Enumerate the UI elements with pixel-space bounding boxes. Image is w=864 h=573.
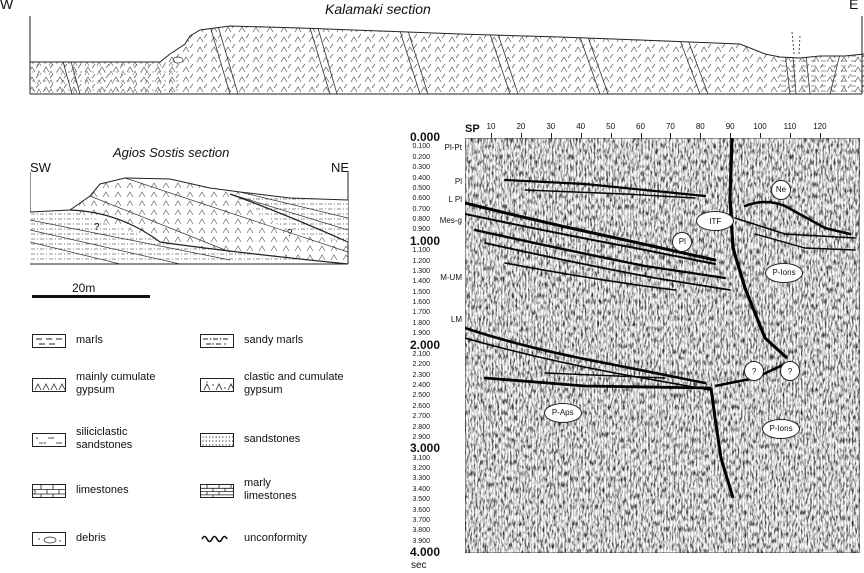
time-minor-label: 1.500 <box>404 289 430 296</box>
unit-pl-pt: Pl-Pt <box>434 143 462 152</box>
time-minor-label: 3.200 <box>404 465 430 472</box>
time-minor-label: 1.200 <box>404 258 430 265</box>
siliciclastic-sandstones-swatch <box>32 433 66 447</box>
time-minor-label: 0.200 <box>404 154 430 161</box>
bubble-ne: Ne <box>771 180 791 200</box>
time-major-label: 4.000 <box>404 545 440 559</box>
sp-tick-label: 110 <box>783 122 797 131</box>
west-label: W <box>0 0 13 12</box>
unit-lm: LM <box>434 315 462 324</box>
unit-pl: Pl <box>434 177 462 186</box>
time-minor-label: 2.700 <box>404 413 430 420</box>
east-label: E <box>849 0 858 12</box>
scale-bar-label: 20m <box>72 281 95 295</box>
time-minor-label: 0.800 <box>404 216 430 223</box>
unit-m-um: M-UM <box>434 273 462 282</box>
time-minor-label: 1.600 <box>404 299 430 306</box>
time-minor-label: 3.800 <box>404 527 430 534</box>
time-minor-label: 3.400 <box>404 486 430 493</box>
time-minor-label: 1.700 <box>404 309 430 316</box>
debris-swatch <box>32 532 66 546</box>
clastic-cumulate-gypsum-swatch <box>200 378 234 392</box>
sp-tick-label: 120 <box>813 122 827 131</box>
bubble-p-aps: P-Aps <box>544 403 582 423</box>
time-minor-label: 0.900 <box>404 226 430 233</box>
sp-tick-label: 30 <box>544 122 558 131</box>
bubble-p-ions-upper: P-Ions <box>765 263 803 283</box>
sandstones-label: sandstones <box>244 433 300 446</box>
time-minor-label: 2.100 <box>404 351 430 358</box>
scale-bar <box>32 295 150 298</box>
time-minor-label: 3.600 <box>404 507 430 514</box>
kalamaki-cross-section <box>0 14 864 100</box>
marly-limestones-swatch <box>200 484 234 498</box>
time-minor-label: 2.600 <box>404 403 430 410</box>
time-minor-label: 1.800 <box>404 320 430 327</box>
sp-tick-label: 80 <box>693 122 707 131</box>
time-minor-label: 0.600 <box>404 195 430 202</box>
time-major-label: 2.000 <box>404 338 440 352</box>
time-minor-label: 0.300 <box>404 164 430 171</box>
agios-cross-section <box>30 172 350 272</box>
time-minor-label: 3.100 <box>404 455 430 462</box>
time-major-label: 0.000 <box>404 130 440 144</box>
unit-l-pl: L Pl <box>434 195 462 204</box>
limestones-swatch <box>32 484 66 498</box>
unit-mes-g: Mes-g <box>434 216 462 225</box>
sp-tick-label: 50 <box>604 122 618 131</box>
unconformity-label: unconformity <box>244 532 307 545</box>
time-minor-label: 0.500 <box>404 185 430 192</box>
agios-title: Agios Sostis section <box>113 145 229 160</box>
time-minor-label: 2.500 <box>404 392 430 399</box>
bubble-itf: ITF <box>696 211 734 231</box>
seismic-profile <box>465 138 860 553</box>
sp-tick-label: 70 <box>663 122 677 131</box>
sp-tick-label: 90 <box>723 122 737 131</box>
sp-tick-label: 40 <box>574 122 588 131</box>
sp-tick-label: 60 <box>634 122 648 131</box>
sp-tick-label: 10 <box>484 122 498 131</box>
sp-tick-label: 20 <box>514 122 528 131</box>
sandy-marls-label: sandy marls <box>244 334 303 347</box>
bubble-pl: Pl <box>672 232 692 252</box>
limestones-label: limestones <box>76 484 129 497</box>
time-minor-label: 0.100 <box>404 143 430 150</box>
bubble-p-ions-lower: P-Ions <box>762 419 800 439</box>
time-minor-label: 3.500 <box>404 496 430 503</box>
mainly-cumulate-gypsum-label: mainly cumulate gypsum <box>76 371 155 397</box>
clastic-cumulate-gypsum-label: clastic and cumulate gypsum <box>244 371 344 397</box>
agios-query-1: ? <box>94 222 100 233</box>
marls-swatch <box>32 334 66 348</box>
time-minor-label: 2.800 <box>404 424 430 431</box>
sp-tick-label: 100 <box>753 122 767 131</box>
time-minor-label: 2.400 <box>404 382 430 389</box>
time-minor-label: 1.100 <box>404 247 430 254</box>
time-minor-label: 3.900 <box>404 538 430 545</box>
time-minor-label: 0.700 <box>404 206 430 213</box>
time-minor-label: 3.300 <box>404 475 430 482</box>
unconformity-symbol <box>200 531 234 545</box>
time-minor-label: 0.400 <box>404 175 430 182</box>
time-minor-label: 1.400 <box>404 278 430 285</box>
time-minor-label: 2.900 <box>404 434 430 441</box>
time-major-label: 1.000 <box>404 234 440 248</box>
sandstones-swatch <box>200 433 234 447</box>
debris-label: debris <box>76 532 106 545</box>
sp-label: SP <box>465 123 480 135</box>
time-minor-label: 1.300 <box>404 268 430 275</box>
marls-label: marls <box>76 334 103 347</box>
time-minor-label: 2.300 <box>404 372 430 379</box>
agios-query-2: ? <box>287 228 293 239</box>
time-unit: sec <box>411 560 427 571</box>
sandy-marls-swatch <box>200 334 234 348</box>
marly-limestones-label: marly limestones <box>244 477 297 503</box>
time-minor-label: 2.200 <box>404 361 430 368</box>
siliciclastic-sandstones-label: siliciclastic sandstones <box>76 426 132 452</box>
time-minor-label: 3.700 <box>404 517 430 524</box>
time-major-label: 3.000 <box>404 441 440 455</box>
time-minor-label: 1.900 <box>404 330 430 337</box>
mainly-cumulate-gypsum-swatch <box>32 378 66 392</box>
